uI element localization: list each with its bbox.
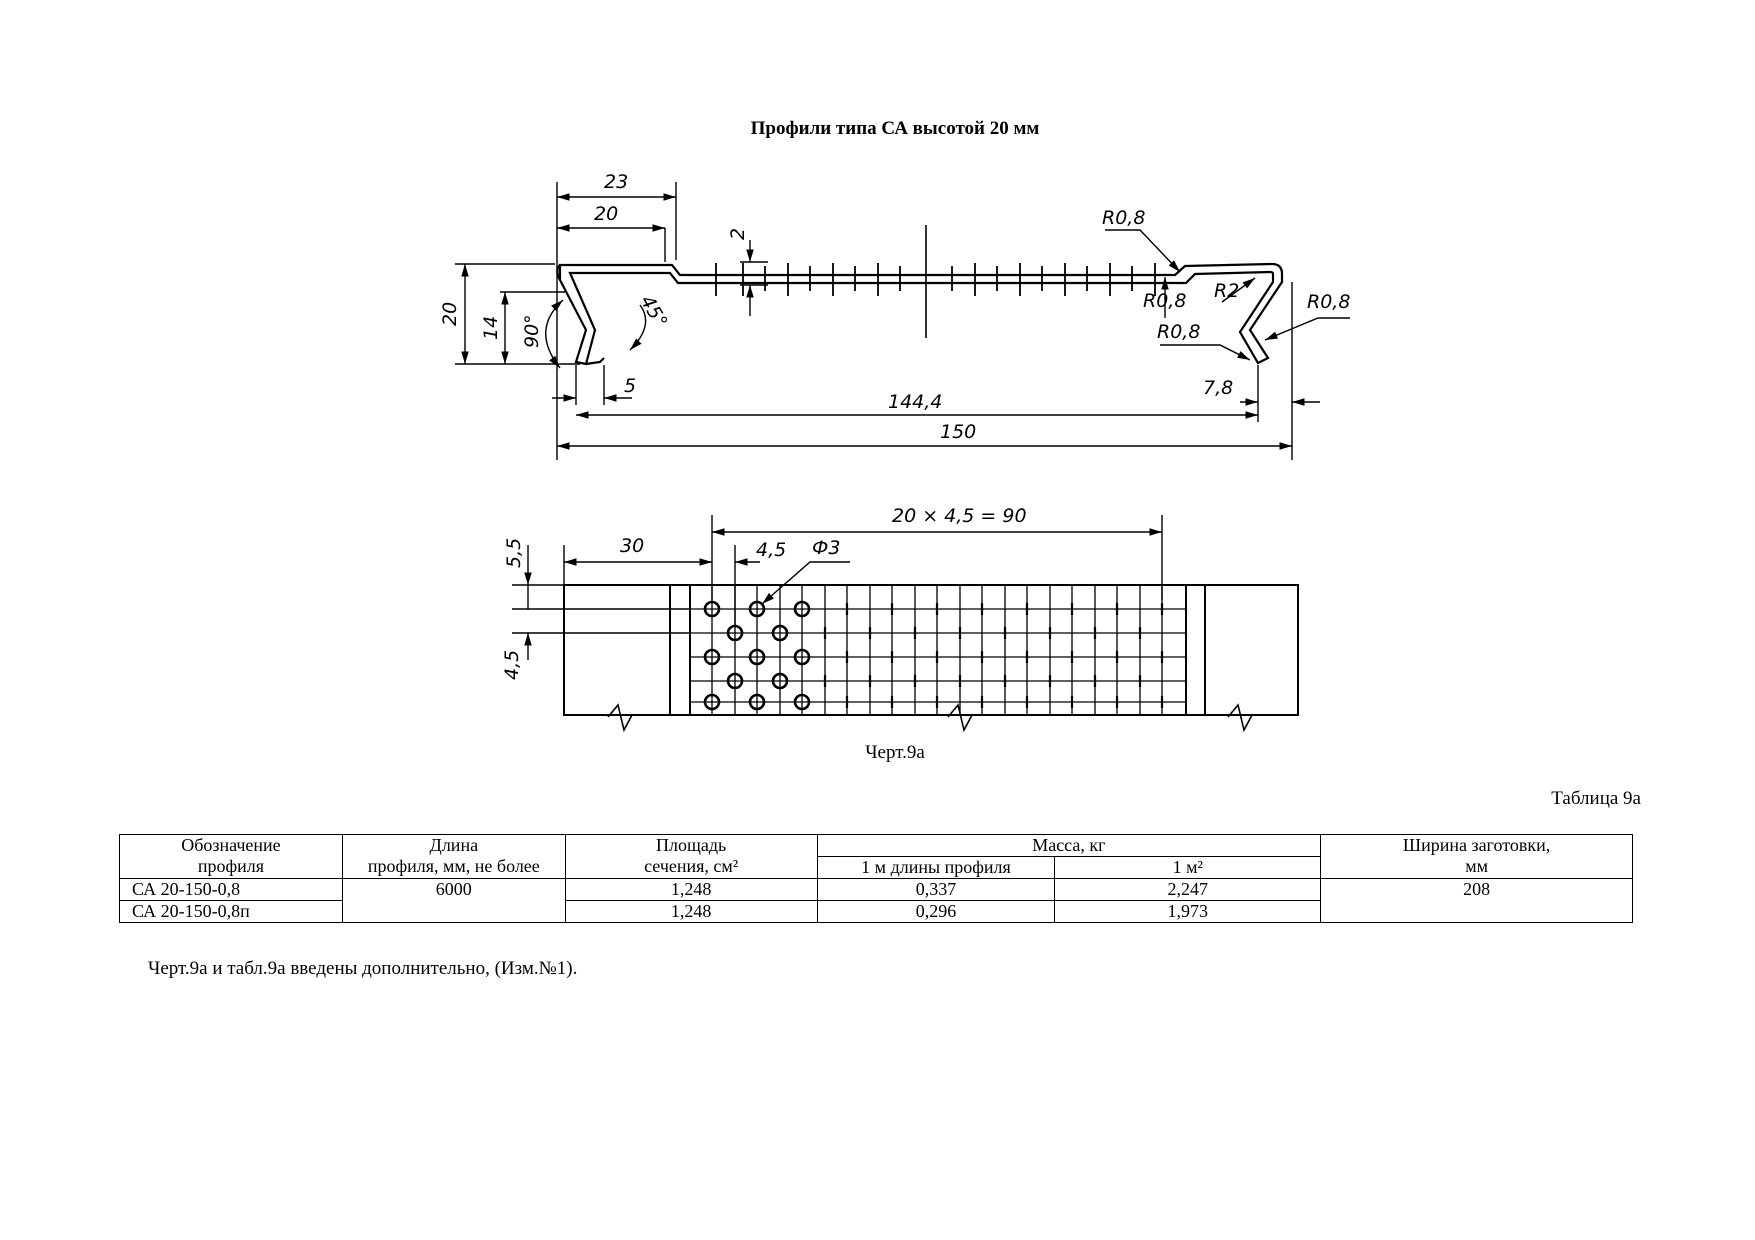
hole-centre-marks: [823, 603, 1164, 708]
dim-144-4: 144,4: [888, 391, 942, 413]
dim-pitch: 20 × 4,5 = 90: [892, 505, 1027, 527]
dim-20: 20: [594, 203, 618, 225]
table-label: Таблица 9а: [1551, 788, 1641, 809]
perforation-plan: [563, 584, 1299, 716]
header-mass-per-m: 1 м длины профиля: [816, 856, 1056, 879]
header-mass: Масса, кг: [816, 834, 1322, 857]
dim-r08-low: R0,8: [1157, 321, 1200, 343]
figure-caption: Черт.9а: [865, 742, 925, 763]
dim-r08-top: R0,8: [1102, 207, 1145, 229]
perforation-dimension-labels: 5,5 30 4,5 Ф3 20 × 4,5 = 90 4,5: [501, 505, 1027, 680]
cell-length: 6000: [341, 878, 566, 923]
profile-dimension-lines: [455, 182, 1350, 460]
table-row: СА 20-150-0,8п 1,248 0,296 1,973: [119, 900, 1633, 923]
page-title: Профили типа СА высотой 20 мм: [750, 118, 1040, 139]
perforation-holes: [703, 600, 811, 711]
cell-width: 208: [1320, 878, 1633, 923]
header-width: Ширина заготовки,мм: [1320, 834, 1633, 879]
cell-area: 1,248: [564, 900, 818, 923]
dim-5-5: 5,5: [503, 538, 525, 568]
dim-r08-right: R0,8: [1307, 291, 1350, 313]
cell-mass-m2: 2,247: [1054, 878, 1322, 901]
dim-5: 5: [624, 375, 636, 397]
profile-perforation-ticks: [715, 263, 1156, 296]
dim-30: 30: [620, 535, 644, 557]
amendment-note: Черт.9а и табл.9а введены дополнительно,…: [148, 958, 578, 979]
cell-mass-m: 0,296: [816, 900, 1056, 923]
dim-r08-mid: R0,8: [1143, 290, 1186, 312]
dim-r2: R2: [1214, 280, 1239, 302]
dim-angle-45: 45°: [636, 292, 672, 332]
dim-h14: 14: [480, 316, 502, 340]
dim-h20: 20: [439, 302, 461, 326]
table-row: СА 20-150-0,8 6000 1,248 0,337 2,247 208: [119, 878, 1633, 923]
dim-23: 23: [604, 171, 628, 193]
dim-4-5-v: 4,5: [501, 650, 523, 680]
break-marks: [607, 703, 1253, 733]
cell-designation: СА 20-150-0,8: [119, 878, 343, 901]
dim-150: 150: [940, 421, 976, 443]
cell-area: 1,248: [564, 878, 818, 901]
dim-phi3: Ф3: [812, 537, 840, 559]
dim-angle-90: 90°: [521, 314, 543, 348]
dim-4-5-h: 4,5: [756, 539, 786, 561]
perforation-dimension-lines: [512, 515, 1163, 660]
dim-2: 2: [727, 228, 749, 240]
cell-designation: СА 20-150-0,8п: [119, 900, 343, 923]
cell-mass-m: 0,337: [816, 878, 1056, 901]
dim-7-8: 7,8: [1203, 377, 1233, 399]
header-mass-per-m2: 1 м²: [1054, 856, 1322, 879]
cell-mass-m2: 1,973: [1054, 900, 1322, 923]
